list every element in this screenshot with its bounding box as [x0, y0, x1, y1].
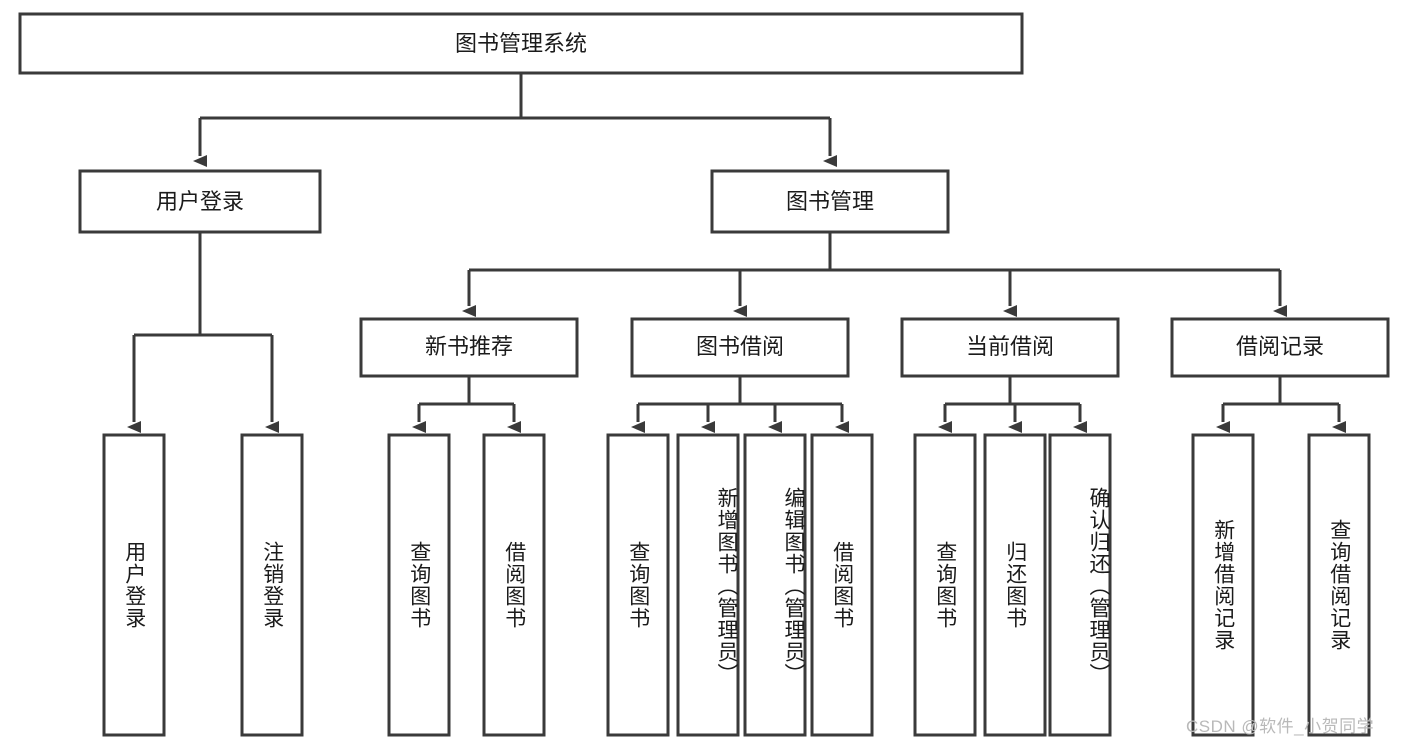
- node-book-borrow-box[interactable]: [630, 317, 850, 378]
- connector-group-current-borrow: [938, 376, 1087, 433]
- node-user-login-box[interactable]: [78, 169, 322, 234]
- node-root-box[interactable]: [18, 12, 1024, 75]
- node-borrow-record-label: 借阅记录: [1236, 334, 1324, 359]
- leaf-box-return-book[interactable]: [983, 433, 1047, 737]
- connector-group-book-borrow: [631, 376, 849, 433]
- connector-group-borrow-record: [1216, 376, 1346, 433]
- leaf-box-borrow-book-1[interactable]: [482, 433, 546, 737]
- node-book-management-label: 图书管理: [786, 189, 874, 214]
- node-new-book-recommend-box[interactable]: [359, 317, 579, 378]
- leaf-box-borrow-book-2[interactable]: [810, 433, 874, 737]
- node-book-management-box[interactable]: [710, 169, 950, 234]
- leaf-box-add-book[interactable]: [676, 433, 740, 737]
- node-root-label: 图书管理系统: [455, 31, 587, 56]
- leaf-box-query-record[interactable]: [1307, 433, 1371, 737]
- connector-group-new-book-recommend: [412, 376, 521, 433]
- leaf-box-edit-book[interactable]: [743, 433, 807, 737]
- connector-group-root: [193, 73, 837, 167]
- node-new-book-recommend[interactable]: 新书推荐: [359, 317, 579, 378]
- node-user-login-label: 用户登录: [156, 189, 244, 214]
- node-borrow-record-box[interactable]: [1170, 317, 1390, 378]
- node-new-book-recommend-label: 新书推荐: [425, 334, 513, 359]
- leaf-box-user-login[interactable]: [102, 433, 166, 737]
- node-user-login[interactable]: 用户登录: [78, 169, 322, 234]
- leaf-box-confirm-return[interactable]: [1048, 433, 1112, 737]
- node-book-borrow-label: 图书借阅: [696, 334, 784, 359]
- leaf-box-logout-login[interactable]: [240, 433, 304, 737]
- node-book-borrow[interactable]: 图书借阅: [630, 317, 850, 378]
- node-book-management-system[interactable]: 图书管理系统: [18, 12, 1024, 75]
- leaf-box-add-record[interactable]: [1191, 433, 1255, 737]
- leaf-box-query-book-2[interactable]: [606, 433, 670, 737]
- leaf-box-query-book-1[interactable]: [387, 433, 451, 737]
- leaf-boxes: [102, 433, 1371, 737]
- csdn-watermark: CSDN @软件_小贺同学: [1186, 717, 1375, 736]
- connector-group-user-login: [127, 232, 279, 433]
- node-current-borrow-label: 当前借阅: [966, 334, 1054, 359]
- node-current-borrow[interactable]: 当前借阅: [900, 317, 1120, 378]
- connector-group-book-management: [462, 232, 1287, 317]
- node-current-borrow-box[interactable]: [900, 317, 1120, 378]
- node-borrow-record[interactable]: 借阅记录: [1170, 317, 1390, 378]
- leaf-box-query-book-3[interactable]: [913, 433, 977, 737]
- node-book-management[interactable]: 图书管理: [710, 169, 950, 234]
